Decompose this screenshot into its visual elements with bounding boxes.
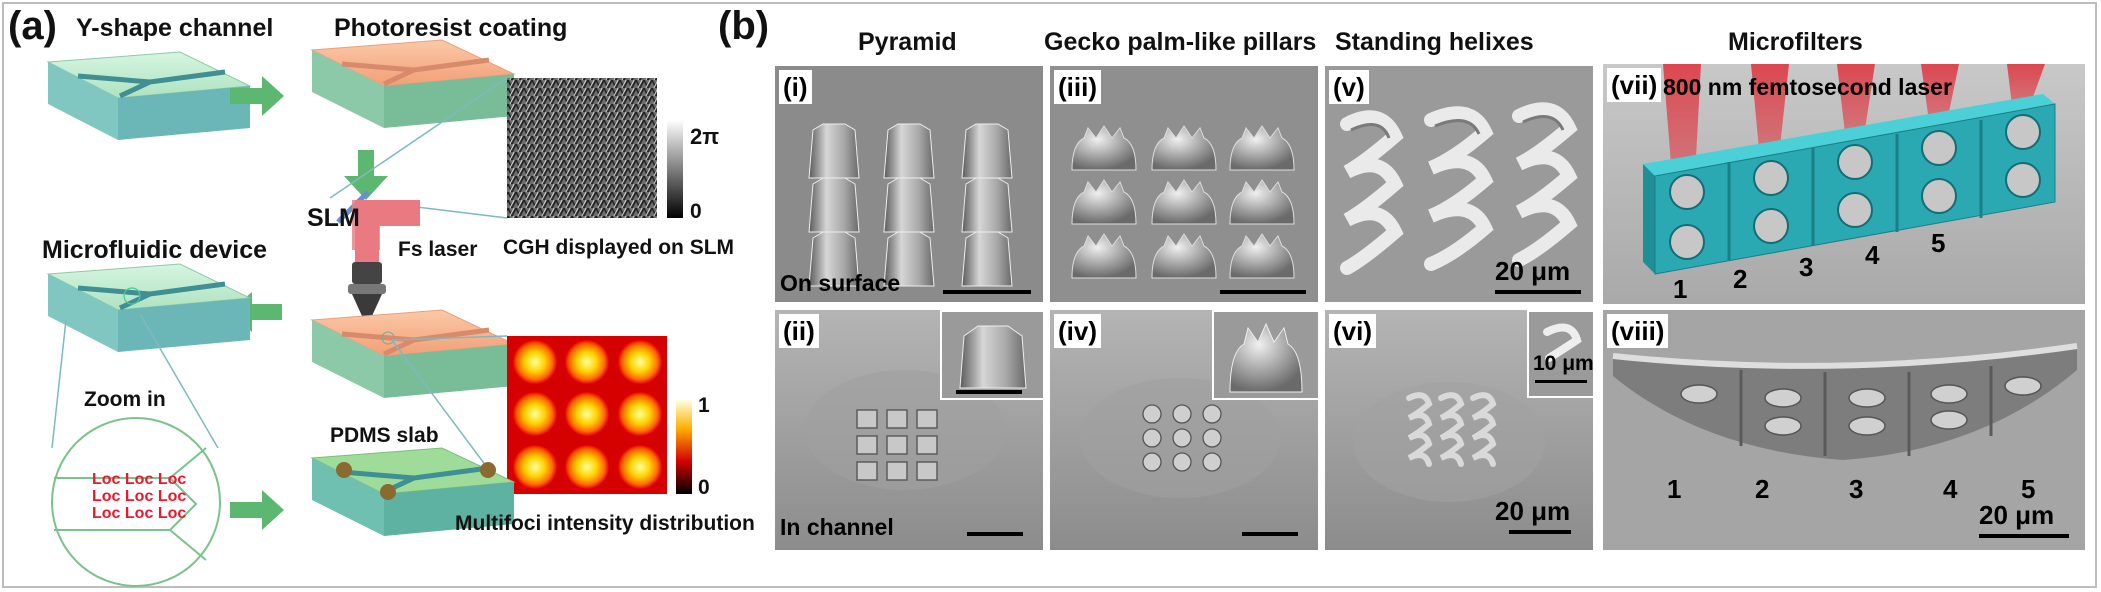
filter-number-5: 5	[2021, 474, 2036, 504]
inset-gecko	[1212, 310, 1318, 400]
scale-bar	[943, 290, 1031, 294]
sem-pyramid-channel: (ii) In channel	[775, 310, 1043, 550]
loc-cell: Loc	[124, 505, 154, 522]
filter-number-4: 4	[1943, 474, 1958, 504]
scale-bar	[1979, 534, 2069, 538]
pdms-slab-label: PDMS slab	[330, 424, 439, 447]
foci-grid	[513, 340, 662, 489]
photoresist-chip	[310, 39, 516, 128]
arrow-right-top	[230, 76, 284, 116]
filter-number-2: 2	[1755, 474, 1770, 504]
laser-caption: 800 nm femtosecond laser	[1663, 74, 1952, 100]
loc-cell: Loc	[157, 488, 187, 505]
loc-cell: Loc	[157, 505, 187, 522]
sem-gecko-surface: (iii)	[1050, 66, 1318, 302]
in-channel-label: In channel	[780, 514, 894, 540]
panel-a-letter: (a)	[8, 4, 57, 48]
cgh-image	[507, 78, 657, 218]
panel-b-letter: (b)	[718, 4, 770, 48]
cgh-colorbar	[667, 120, 683, 218]
filter-number-1: 1	[1673, 274, 1688, 304]
cgh-caption: CGH displayed on SLM	[503, 236, 735, 259]
sem-pyramid-surface: (i) On surface	[775, 66, 1043, 302]
filter-number-4: 4	[1865, 240, 1880, 270]
microfluidic-device-title: Microfluidic device	[42, 236, 268, 264]
scale-label-20um: 20 μm	[1495, 496, 1571, 526]
photoresist-coating-title: Photoresist coating	[334, 14, 568, 42]
panel-a-schematic	[46, 39, 692, 587]
fs-laser-label: Fs laser	[398, 238, 478, 261]
scale-bar	[1220, 290, 1306, 294]
microfluidic-chip	[46, 263, 252, 352]
filter-number-3: 3	[1799, 252, 1814, 282]
y-shape-channel-title: Y-shape channel	[76, 14, 274, 42]
tile-label-iv: (iv)	[1054, 314, 1101, 348]
scale-label-20um: 20 μm	[1495, 256, 1571, 286]
scale-label-10um: 10 μm	[1533, 352, 1593, 375]
pdms-chip	[310, 447, 516, 536]
y-shape-chip	[46, 51, 252, 140]
column-title-microfilters: Microfilters	[1728, 28, 1863, 56]
loc-cell: Loc	[124, 471, 154, 488]
arrow-down	[344, 150, 388, 200]
column-title-helixes: Standing helixes	[1335, 28, 1534, 56]
cgh-min-label: 0	[690, 200, 702, 223]
tile-label-ii: (ii)	[779, 314, 819, 348]
loc-cell: Loc	[92, 488, 121, 505]
scale-bar	[1495, 290, 1581, 294]
sem-gecko-channel: (iv)	[1050, 310, 1318, 550]
loc-grid: Loc Loc Loc Loc Loc Loc Loc Loc Loc	[92, 471, 202, 522]
zoom-in-label: Zoom in	[84, 388, 166, 411]
tile-label-i: (i)	[779, 70, 812, 104]
sem-microfilter: (viii) 1 2 3 4 5 20 μm	[1603, 310, 2085, 550]
multifoci-caption: Multifoci intensity distribution	[455, 512, 755, 535]
cgh-max-label: 2π	[690, 124, 720, 149]
column-title-gecko: Gecko palm-like pillars	[1044, 28, 1317, 56]
objective-lens	[348, 262, 386, 330]
scale-bar	[1242, 532, 1298, 536]
scale-bar	[1509, 530, 1571, 534]
sem-helix-surface: (v) 20 μm	[1325, 66, 1593, 302]
filter-number-3: 3	[1849, 474, 1864, 504]
intensity-colorbar	[676, 400, 692, 494]
slm-label: SLM	[307, 204, 360, 232]
tile-label-viii: (viii)	[1607, 314, 1669, 348]
loc-cell: Loc	[92, 471, 121, 488]
loc-cell: Loc	[92, 505, 121, 522]
tile-label-vi: (vi)	[1329, 314, 1376, 348]
filter-number-1: 1	[1667, 474, 1682, 504]
scale-bar	[967, 532, 1023, 536]
writing-chip	[310, 309, 516, 398]
tile-label-vii: (vii)	[1607, 68, 1662, 102]
tile-label-v: (v)	[1329, 70, 1369, 104]
zoom-circle	[51, 417, 221, 587]
filter-number-5: 5	[1931, 228, 1946, 258]
sem-helix-channel: 10 μm (vi) 20 μm	[1325, 310, 1593, 550]
loc-cell: Loc	[124, 488, 154, 505]
tile-label-iii: (iii)	[1054, 70, 1101, 104]
intensity-min-label: 0	[698, 476, 710, 499]
filter-number-2: 2	[1733, 264, 1748, 294]
inset-helix: 10 μm	[1527, 310, 1593, 398]
on-surface-label: On surface	[780, 270, 901, 296]
loc-cell: Loc	[157, 471, 187, 488]
scale-label-20um: 20 μm	[1979, 500, 2055, 530]
column-title-pyramid: Pyramid	[858, 28, 957, 56]
inset-pyramid	[940, 310, 1043, 400]
arrow-right-bottom	[230, 490, 284, 530]
filter-body	[1643, 94, 2056, 275]
render-microfilter: (vii) 800 nm femtosecond laser 1 2 3 4 5	[1603, 64, 2085, 304]
intensity-max-label: 1	[698, 394, 710, 417]
